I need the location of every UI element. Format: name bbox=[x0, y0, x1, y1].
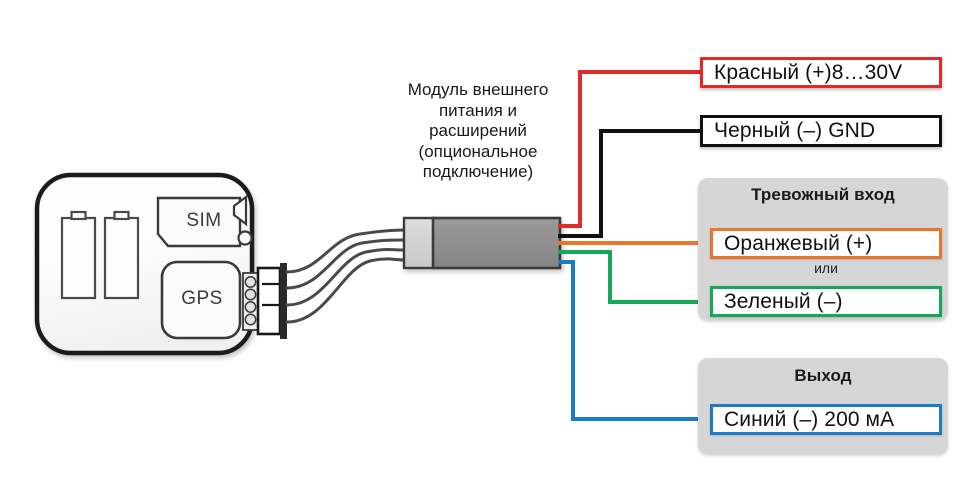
wire-green bbox=[558, 250, 714, 304]
label-output-blue[interactable]: Синий (–) 200 мА bbox=[710, 404, 942, 435]
label-output-blue-text: Синий (–) 200 мА bbox=[724, 407, 895, 431]
module-cap bbox=[402, 216, 436, 270]
label-power-red-text: Красный (+)8…30V bbox=[714, 60, 903, 84]
alarm-input-title: Тревожный вход bbox=[751, 185, 895, 204]
output-wires bbox=[558, 70, 714, 421]
wire-blue bbox=[558, 260, 714, 421]
alarm-or-separator: или bbox=[814, 260, 838, 276]
sim-label: SIM bbox=[186, 210, 222, 231]
module-body bbox=[431, 216, 562, 270]
label-alarm-orange[interactable]: Оранжевый (+) bbox=[710, 228, 942, 259]
gps-label: GPS bbox=[181, 288, 223, 309]
wire-red bbox=[558, 70, 704, 228]
sim-slot bbox=[156, 196, 242, 248]
wire-bundle bbox=[285, 228, 406, 324]
label-power-red[interactable]: Красный (+)8…30V bbox=[700, 57, 942, 88]
label-power-black[interactable]: Черный (–) GND bbox=[700, 115, 942, 147]
connector-plug bbox=[256, 263, 287, 339]
label-alarm-green-text: Зеленый (–) bbox=[724, 289, 843, 313]
led-icon bbox=[237, 230, 253, 246]
wire-black bbox=[558, 129, 704, 238]
gps-module bbox=[160, 260, 242, 340]
buzzer-icon bbox=[232, 194, 248, 227]
output-title: Выход bbox=[794, 366, 852, 385]
expansion-module bbox=[402, 216, 562, 270]
battery-icon-2 bbox=[103, 210, 140, 300]
label-alarm-green[interactable]: Зеленый (–) bbox=[710, 286, 942, 317]
connector-collar bbox=[280, 263, 287, 339]
battery-icon-1 bbox=[60, 210, 97, 300]
label-power-black-text: Черный (–) GND bbox=[714, 119, 876, 142]
pin-socket bbox=[242, 272, 259, 331]
tracker-device bbox=[34, 172, 259, 356]
label-alarm-orange-text: Оранжевый (+) bbox=[724, 231, 873, 255]
module-caption: Модуль внешнего питания и расширений (оп… bbox=[407, 80, 549, 181]
